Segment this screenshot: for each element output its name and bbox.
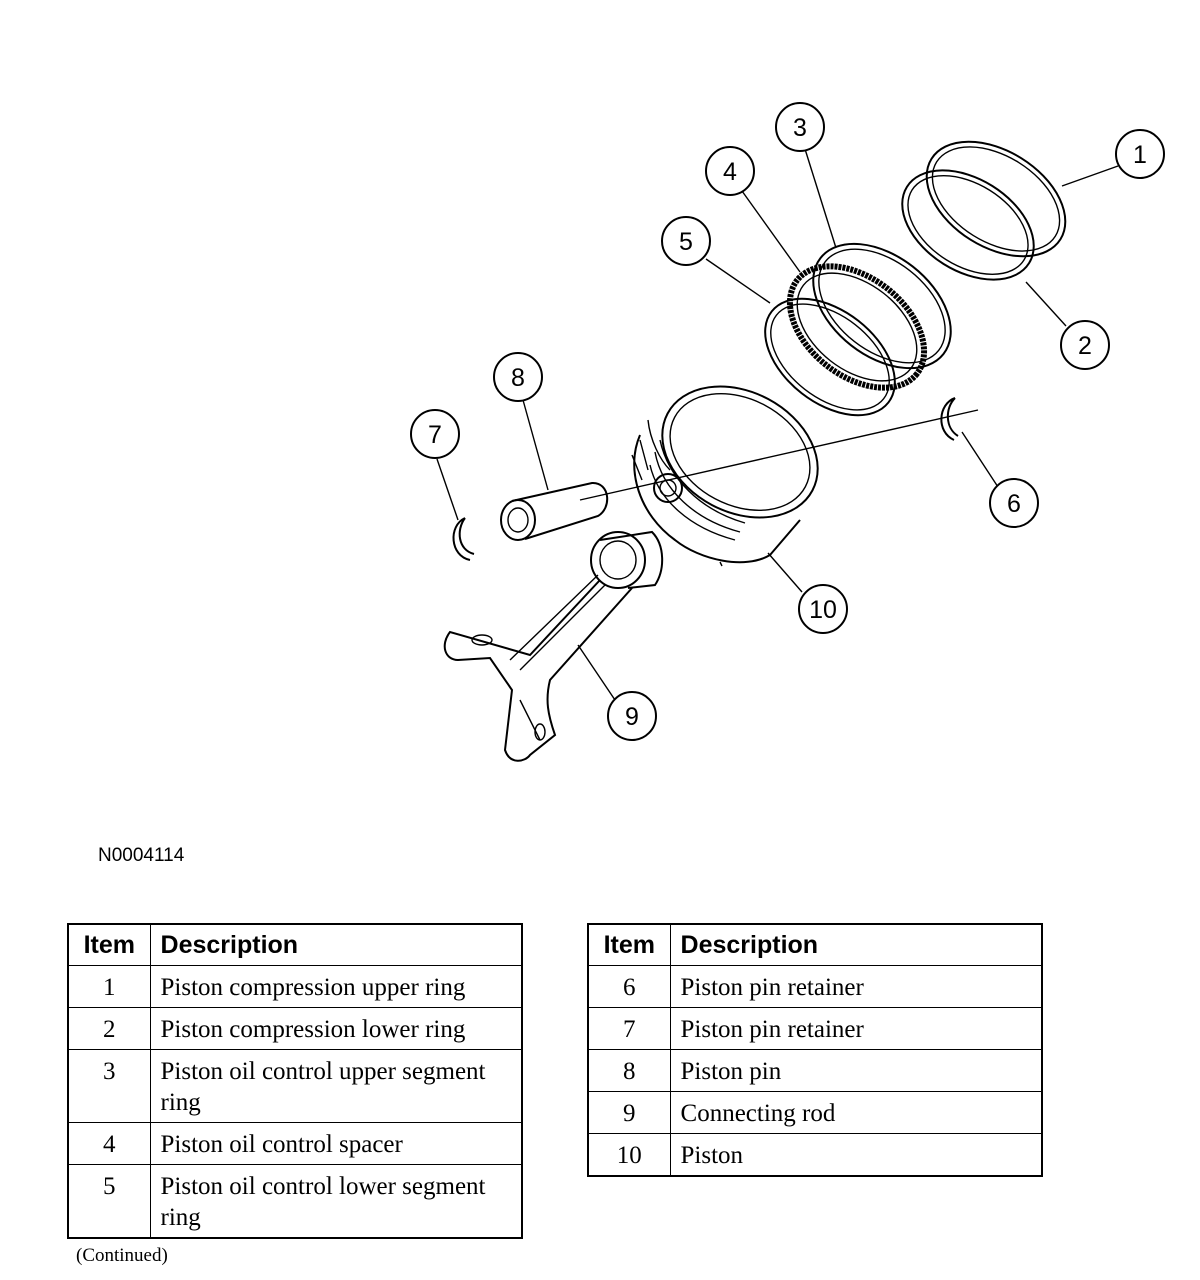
callout-1: 1 [1115,129,1165,179]
callout-9: 9 [607,691,657,741]
item-description: Piston oil control lower segment ring [149,1164,523,1239]
callout-3: 3 [775,102,825,152]
item-description: Piston pin retainer [669,1007,1043,1050]
item-number: 1 [67,965,151,1008]
callout-10: 10 [798,584,848,634]
item-number: 3 [67,1049,151,1123]
item-number: 4 [67,1122,151,1165]
svg-text:6: 6 [1007,490,1021,518]
svg-text:1: 1 [1133,141,1147,169]
piston [631,385,819,567]
svg-text:4: 4 [723,158,737,186]
piston-oil-control-upper-segment-ring [812,242,952,370]
description-column-header: Description [669,923,1043,966]
callout-6: 6 [989,478,1039,528]
svg-text:3: 3 [793,114,807,142]
item-column-header: Item [67,923,151,966]
svg-text:8: 8 [511,364,525,392]
svg-text:9: 9 [625,703,639,731]
item-description: Connecting rod [669,1091,1043,1134]
item-column-header: Item [587,923,671,966]
item-number: 8 [587,1049,671,1092]
callout-5: 5 [661,216,711,266]
item-number: 5 [67,1164,151,1239]
callout-2: 2 [1060,320,1110,370]
svg-text:7: 7 [428,421,442,449]
item-number: 10 [587,1133,671,1177]
piston-compression-upper-ring [925,140,1067,258]
svg-text:10: 10 [809,596,837,624]
item-number: 2 [67,1007,151,1050]
svg-text:5: 5 [679,228,693,256]
figure-id: N0004114 [98,845,185,866]
table-header-row: Item Description [67,923,523,966]
table-header-row: Item Description [587,923,1043,966]
item-description: Piston compression upper ring [149,965,523,1008]
svg-text:2: 2 [1078,332,1092,360]
callout-8: 8 [493,352,543,402]
item-description: Piston compression lower ring [149,1007,523,1050]
item-number: 6 [587,965,671,1008]
continued-note: (Continued) [76,1245,168,1266]
exploded-piston-diagram: 1 2 3 4 5 6 7 8 9 10 [410,102,1165,762]
item-number: 7 [587,1007,671,1050]
piston-pin-retainer-right [940,397,959,441]
callout-4: 4 [705,146,755,196]
piston-oil-control-spacer [786,263,928,391]
piston-compression-lower-ring [901,169,1035,281]
piston-oil-control-lower-segment-ring [764,297,896,417]
item-description: Piston oil control spacer [149,1122,523,1165]
piston-pin [500,481,608,541]
description-column-header: Description [149,923,523,966]
connecting-rod [443,530,664,762]
callout-7: 7 [410,409,460,459]
item-description: Piston pin retainer [669,965,1043,1008]
item-description: Piston [669,1133,1043,1177]
item-description: Piston oil control upper segment ring [149,1049,523,1123]
piston-pin-retainer-left [452,517,475,561]
item-number: 9 [587,1091,671,1134]
item-description: Piston pin [669,1049,1043,1092]
